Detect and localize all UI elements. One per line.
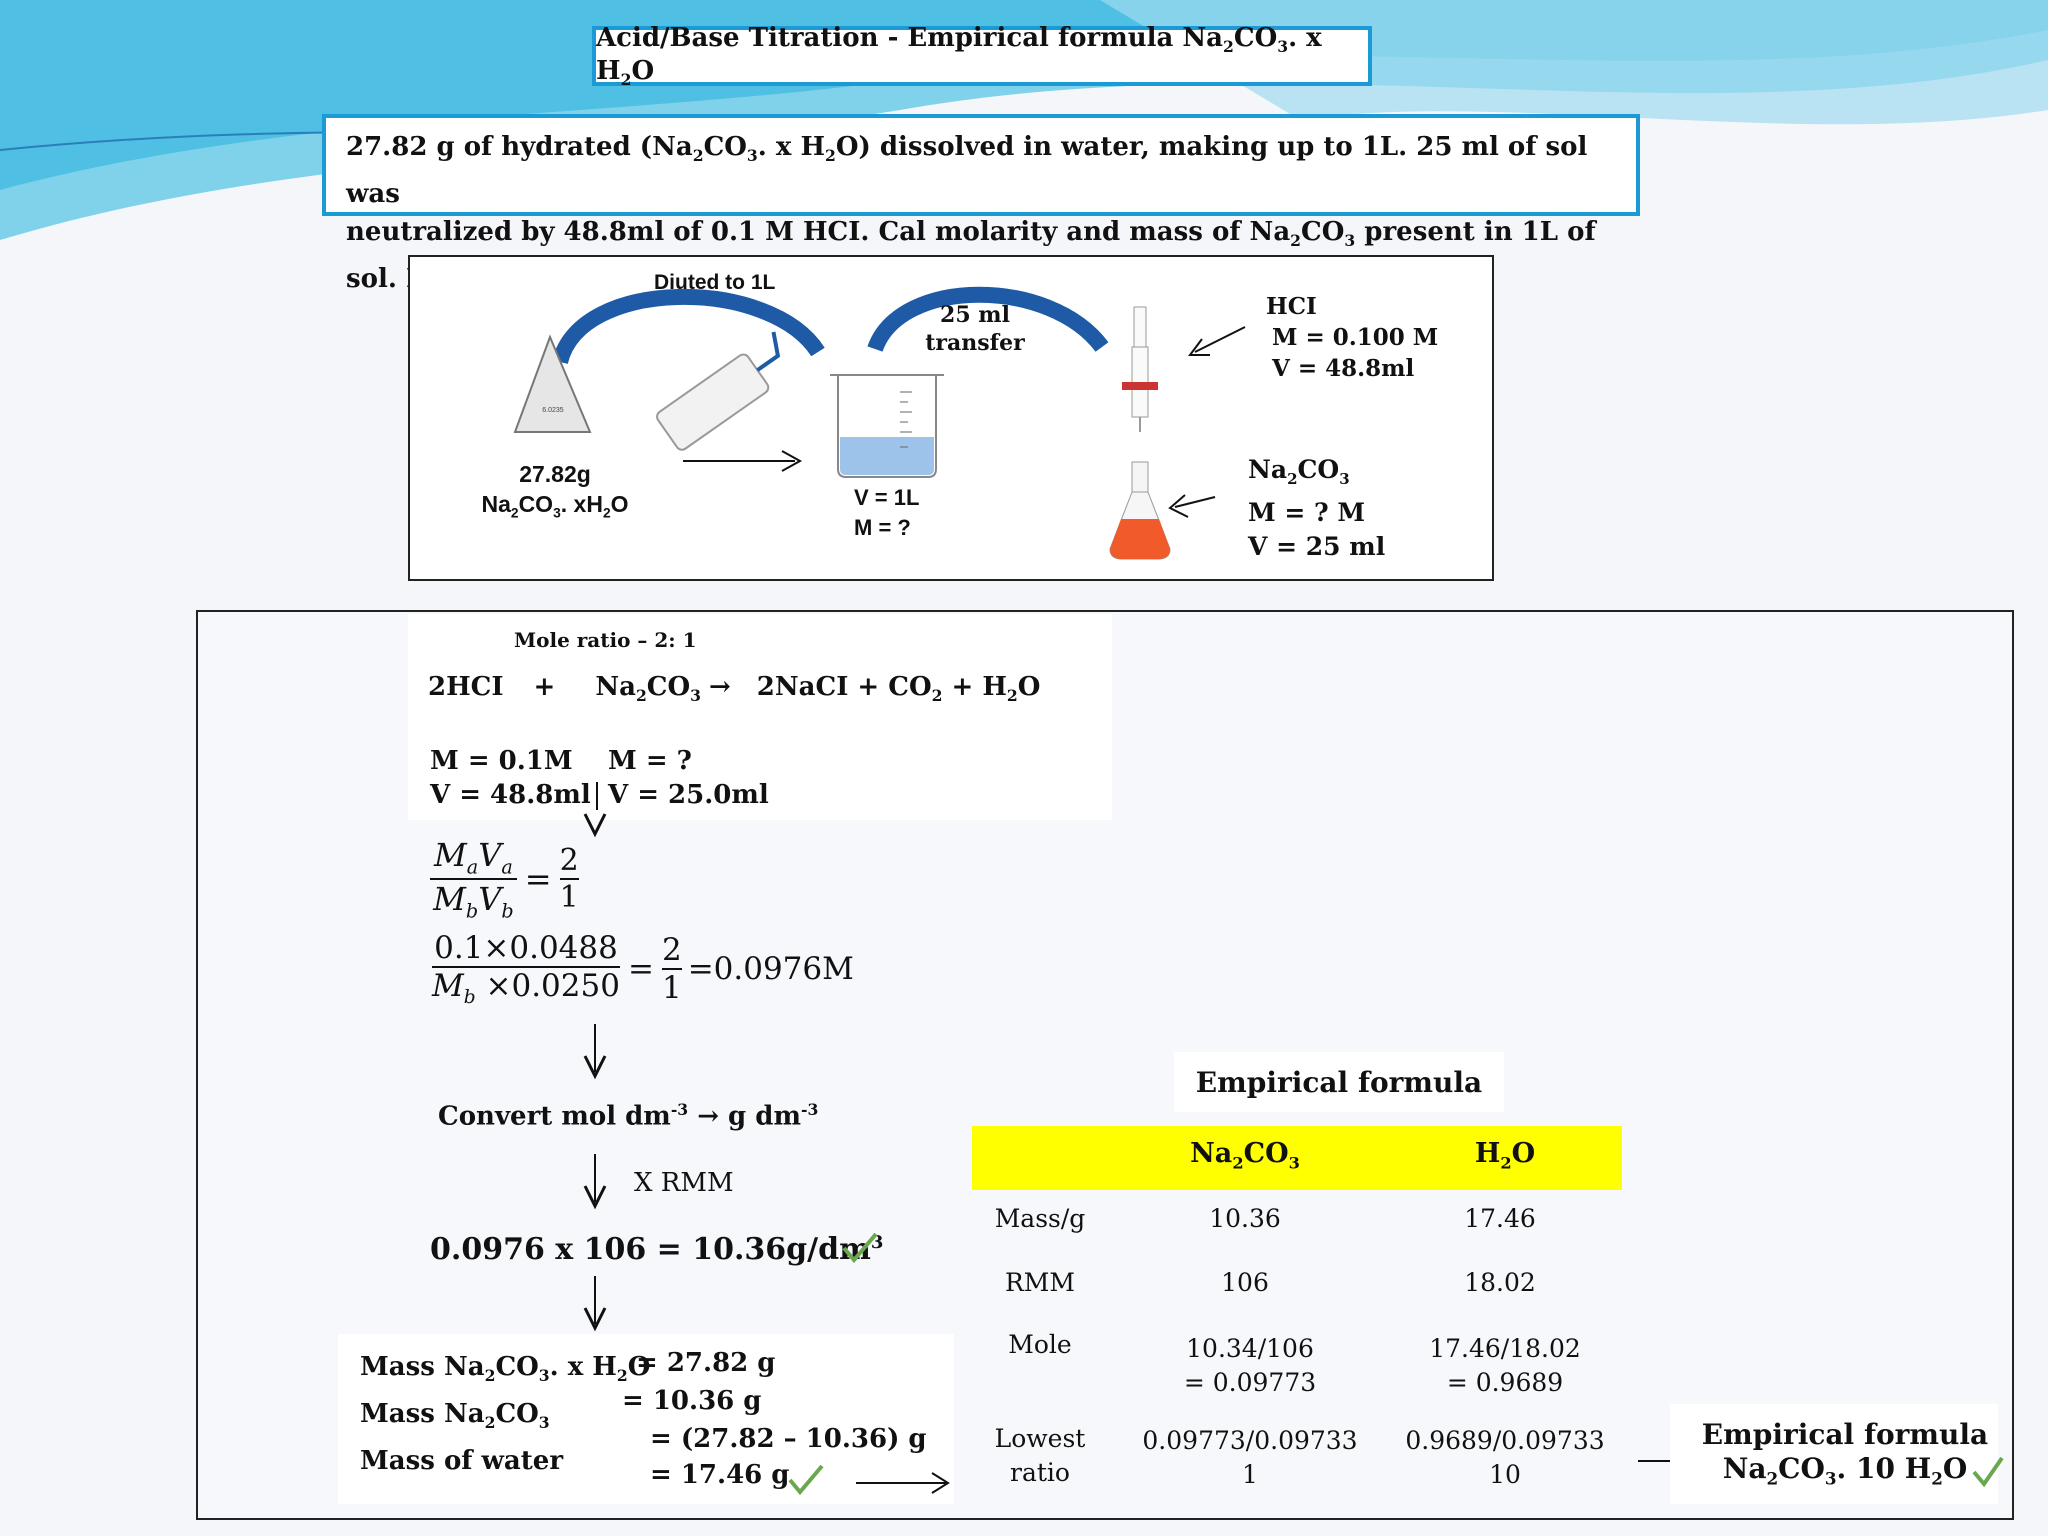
table-cell: 106 xyxy=(1221,1268,1269,1297)
svg-text:6.0235: 6.0235 xyxy=(542,407,564,414)
hcl-label: HCI M = 0.100 M V = 48.8ml xyxy=(1266,293,1439,382)
x-rmm-label: X RMM xyxy=(634,1168,734,1198)
mass-anhydrous-label: Mass Na2CO3 xyxy=(360,1399,550,1433)
problem-line-2: neutralized by 48.8ml of 0.1 M HCI. Cal … xyxy=(346,217,1596,295)
row-label: Mass/g xyxy=(994,1204,1086,1233)
formula-ratio: MaVa MbVb = 2 1 xyxy=(430,836,579,923)
burette-icon xyxy=(1122,306,1158,432)
mass-anhydrous-value: = 10.36 g xyxy=(622,1386,762,1416)
right-arrow-icon xyxy=(856,1472,950,1494)
down-arrow-icon xyxy=(583,1154,607,1210)
titration-diagram: 6.0235 xyxy=(408,255,1494,581)
beaker-icon xyxy=(830,374,944,478)
mass-hydrated-label: Mass Na2CO3. x H2O xyxy=(360,1352,651,1386)
down-arrow-icon xyxy=(583,1024,607,1080)
equation-panel xyxy=(408,614,1112,820)
empirical-result: Empirical formula Na2CO3. 10 H2O xyxy=(1701,1418,1989,1489)
checkmark-icon xyxy=(842,1232,878,1264)
page-title: Acid/Base Titration - Empirical formula … xyxy=(596,22,1322,90)
convert-units: Convert mol dm-3 → g dm-3 xyxy=(438,1100,819,1132)
problem-line-1: 27.82 g of hydrated (Na2CO3. x H2O) diss… xyxy=(346,132,1588,210)
table-cell: 17.46 xyxy=(1464,1204,1536,1233)
transfer-arc xyxy=(867,286,1109,353)
col-h2o: H2O xyxy=(1474,1138,1536,1173)
checkmark-icon xyxy=(788,1464,824,1496)
mass-labels: Mass Na2CO3. x H2O Mass Na2CO3 Mass of w… xyxy=(360,1348,650,1480)
mass-hydrated-value: = 27.82 g xyxy=(636,1348,776,1378)
down-arrow-icon xyxy=(583,813,607,838)
empirical-heading: Empirical formula xyxy=(1174,1052,1504,1112)
mass-concentration-result: 0.0976 x 106 = 10.36g/dm3 xyxy=(430,1232,884,1267)
mass-panel xyxy=(338,1334,954,1504)
diluted-label: Diuted to 1L xyxy=(654,271,776,294)
sample-label: 27.82g Na2CO3. xH2O xyxy=(481,461,629,521)
result-panel xyxy=(1670,1404,1998,1504)
checkmark-icon xyxy=(1972,1456,2004,1488)
reaction-equation: 2HCI + Na2CO3 → 2NaCI + CO2 + H2O xyxy=(428,672,1041,706)
table-cell: 10.36 xyxy=(1209,1204,1281,1233)
problem-statement: 27.82 g of hydrated (Na2CO3. x H2O) diss… xyxy=(322,114,1640,294)
table-cell: 10.34/106= 0.09773 xyxy=(1183,1334,1317,1397)
table-cell: 17.46/18.02= 0.9689 xyxy=(1429,1334,1581,1397)
sample-pile-icon xyxy=(513,334,592,433)
mole-ratio: Mole ratio – 2: 1 xyxy=(514,628,697,652)
divider-line xyxy=(596,782,598,810)
row-label: Mole xyxy=(1008,1330,1072,1359)
col-na2co3: Na2CO3 xyxy=(1190,1138,1300,1173)
table-cell: 18.02 xyxy=(1464,1268,1536,1297)
wash-bottle-icon xyxy=(656,331,781,451)
na2co3-label: Na2CO3 M = ? M V = 25 ml xyxy=(1248,455,1386,561)
down-arrow-icon xyxy=(583,1276,607,1332)
base-values: M = ?V = 25.0ml xyxy=(608,746,769,810)
diagram-drawing: 6.0235 xyxy=(513,286,1246,560)
mass-water-value: = (27.82 – 10.36) g xyxy=(650,1424,927,1454)
table-header xyxy=(972,1126,1622,1190)
flask-icon xyxy=(1109,461,1171,560)
mass-water-label: Mass of water xyxy=(360,1446,564,1477)
dilution-arc xyxy=(552,289,825,365)
row-label: RMM xyxy=(1004,1268,1076,1297)
mass-water-result: = 17.46 g xyxy=(650,1460,790,1490)
molarity-calculation: 0.1×0.0488 Mb ×0.0250 = 2 1 =0.0976M xyxy=(432,930,854,1009)
title-box: Acid/Base Titration - Empirical formula … xyxy=(592,22,1372,90)
